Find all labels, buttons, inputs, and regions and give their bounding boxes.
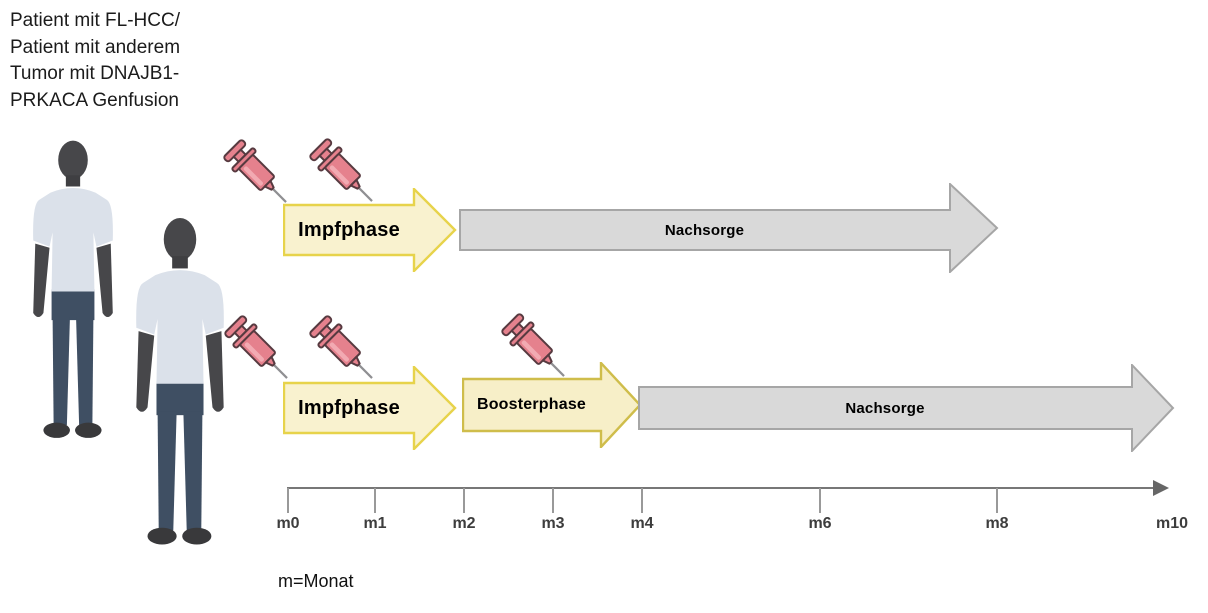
boosterphase-arrow-row2 [462,362,642,448]
nachsorge-arrow-row2 [638,364,1175,452]
impfphase-arrow-row2 [283,366,457,450]
timeline-tick-label: m0 [276,515,300,532]
patient-description: Patient mit FL-HCC/ Patient mit anderem … [10,8,180,114]
impfphase-arrow-row1 [283,188,457,272]
patient-figure-1 [33,140,113,438]
timeline-tick-label: m10 [1155,515,1189,532]
impfphase-label-row1: Impfphase [298,218,400,241]
nachsorge-arrow-row1 [459,183,999,273]
timeline-tick-label: m4 [630,515,654,532]
patient-figure-2 [136,218,224,545]
timeline-tick-label: m2 [452,515,476,532]
patient-description-line: PRKACA Genfusion [10,89,179,111]
timeline-tick-label: m6 [808,515,832,532]
patient-description-line: Patient mit anderem [10,36,181,58]
timeline-tick-label: m3 [541,515,565,532]
impfphase-label-row2: Impfphase [298,396,400,419]
timeline-tick-m1 [374,488,376,513]
nachsorge-label-row2: Nachsorge [845,399,925,417]
timeline-tick-label: m1 [363,515,387,532]
timeline-tick-m4 [641,488,643,513]
timeline-tick-m3 [552,488,554,513]
nachsorge-label-row1: Nachsorge [664,221,745,239]
timeline-tick-m2 [463,488,465,513]
month-legend: m=Monat [278,571,354,591]
timeline-tick-m6 [819,488,821,513]
boosterphase-label-row2: Boosterphase [476,396,587,413]
timeline-tick-label: m8 [985,515,1009,532]
patient-description-line: Tumor mit DNAJB1- [10,63,180,84]
timeline-axis [287,487,1155,489]
patient-description-line: Patient mit FL-HCC/ [10,10,180,31]
timeline-arrowhead-icon [1153,480,1169,496]
timeline-tick-m0 [287,488,289,513]
timeline-tick-m8 [996,488,998,513]
